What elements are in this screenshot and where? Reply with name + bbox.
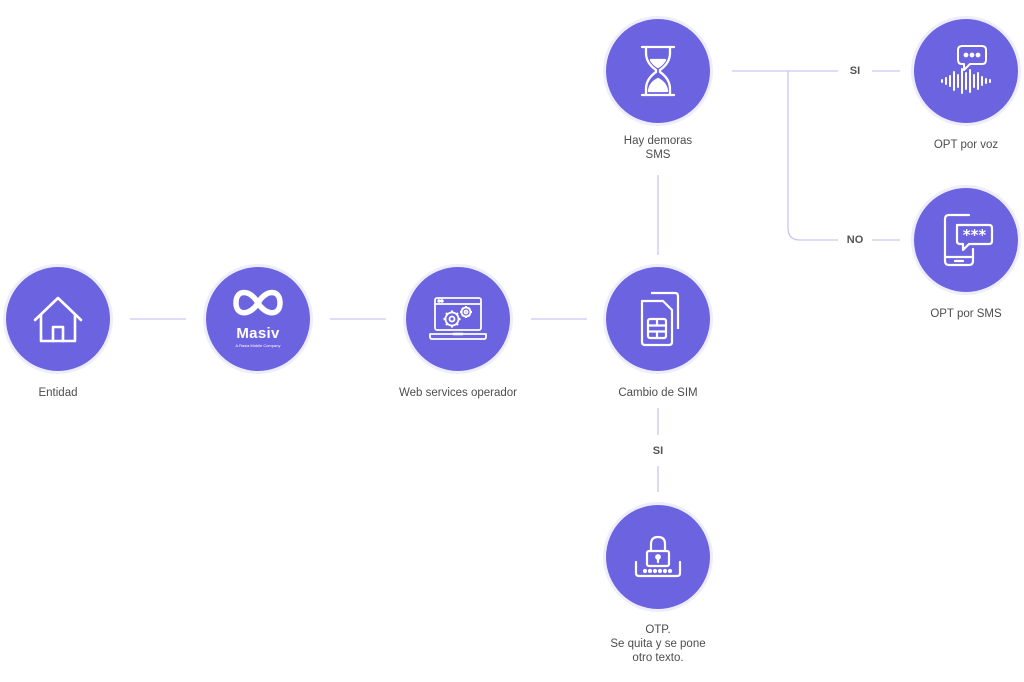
otp-node[interactable] <box>606 505 710 609</box>
masiv-node[interactable]: Masiv A Rasia Mobile Company <box>206 267 310 371</box>
demoras-label-line2: SMS <box>645 149 671 161</box>
otp-label-line2: Se quita y se pone <box>610 638 706 650</box>
laptop-gears-icon <box>429 297 487 340</box>
phone-password-icon: *** <box>943 213 994 267</box>
otp-label-line1: OTP. <box>645 624 671 636</box>
otp-label-line3: otro texto. <box>632 652 684 664</box>
svg-text:***: *** <box>963 226 987 244</box>
opt-voz-label: OPT por voz <box>933 139 999 151</box>
demoras-label: Hay demoras SMS <box>573 134 743 162</box>
opt-sms-label: OPT por SMS <box>930 308 1002 320</box>
entidad-label: Entidad <box>38 387 78 399</box>
opt-sms-node[interactable]: *** <box>914 188 1018 292</box>
demoras-label-line1: Hay demoras <box>623 135 693 147</box>
masiv-logo-text: Masiv <box>236 325 280 342</box>
edge-label-si-otp: SI <box>648 445 668 457</box>
voice-chat-icon <box>941 45 991 94</box>
otp-label: OTP. Se quita y se pone otro texto. <box>573 623 743 665</box>
edge-label-no-sms: NO <box>842 234 868 246</box>
edge-label-si-voice: SI <box>845 65 865 77</box>
house-icon <box>33 296 83 343</box>
cambio-sim-node[interactable] <box>606 267 710 371</box>
opt-voz-node[interactable] <box>914 19 1018 123</box>
masiv-logo <box>233 289 283 316</box>
masiv-logo-tagline: A Rasia Mobile Company <box>235 343 281 348</box>
web-services-label: Web services operador <box>398 387 518 399</box>
entidad-node[interactable] <box>6 267 110 371</box>
lock-keyboard-icon <box>634 535 682 578</box>
cambio-sim-label: Cambio de SIM <box>618 387 698 399</box>
sim-card-icon <box>640 291 680 347</box>
demoras-node[interactable] <box>606 19 710 123</box>
web-services-node[interactable] <box>406 267 510 371</box>
hourglass-icon <box>640 45 676 97</box>
